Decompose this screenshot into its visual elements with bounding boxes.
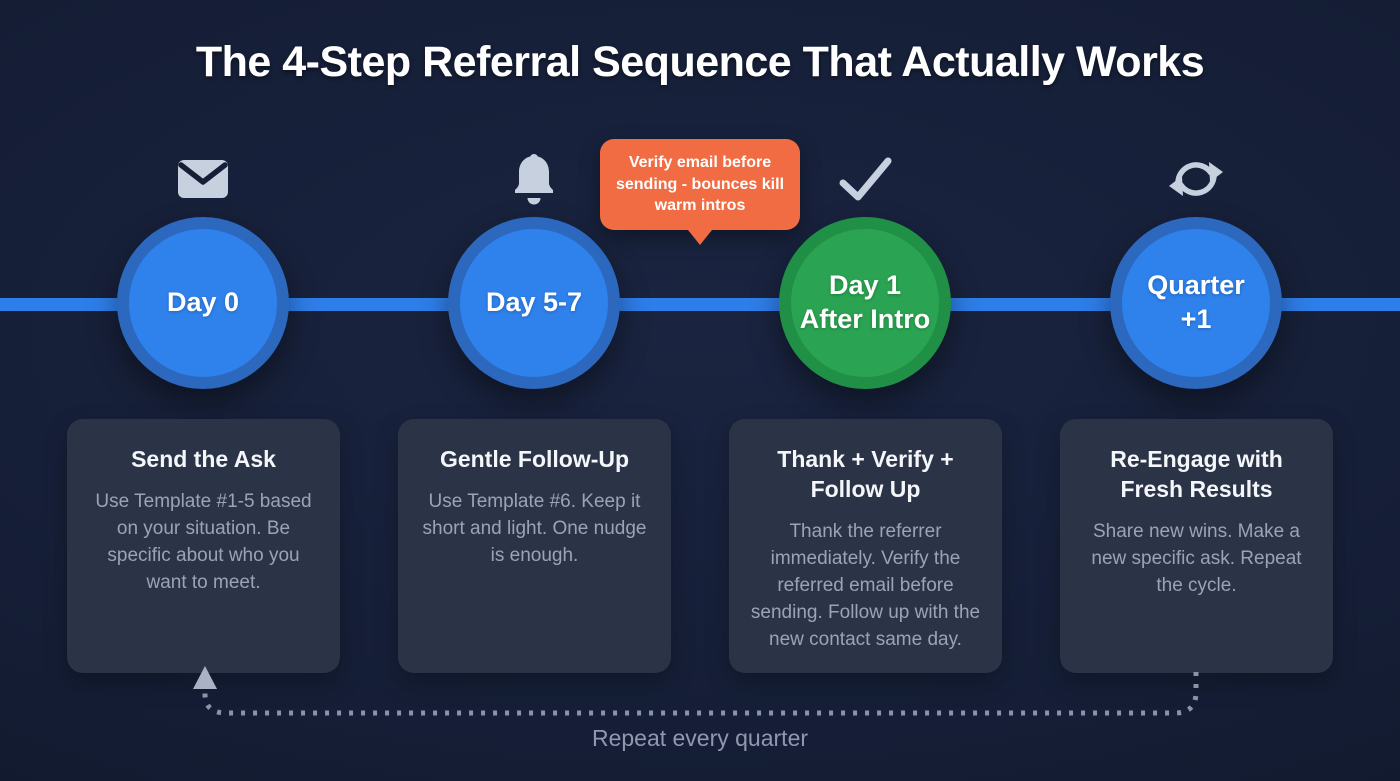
repeat-loop-arrow [180,663,1220,725]
card-body: Thank the referrer immediately. Verify t… [750,520,981,650]
timeline-node-quarter-plus-1: Quarter +1 [1110,217,1282,389]
card-title: Re-Engage with Fresh Results [1110,446,1283,502]
step-card-thank-verify-follow-up: Thank + Verify + Follow Up Thank the ref… [729,419,1002,673]
card-title: Thank + Verify + Follow Up [777,446,954,502]
card-body: Share new wins. Make a new specific ask.… [1091,520,1302,596]
refresh-icon [1164,150,1228,208]
callout-bubble: Verify email before sending - bounces ki… [600,139,800,245]
repeat-loop-label: Repeat every quarter [591,725,809,751]
timeline-node-day-1-after-intro: Day 1 After Intro [779,217,951,389]
step-card-send-the-ask: Send the Ask Use Template #1-5 based on … [67,419,340,673]
timeline-node-day-5-7: Day 5-7 [448,217,620,389]
timeline-node-label: Day 1 After Intro [799,270,931,334]
timeline-node-label: Quarter +1 [1147,270,1245,334]
callout-tail [688,229,712,245]
page-title: The 4-Step Referral Sequence That Actual… [195,38,1205,86]
card-body: Use Template #6. Keep it short and light… [422,490,647,566]
callout-text: Verify email before sending - bounces ki… [615,154,785,215]
timeline-node-label: Day 5-7 [485,287,583,318]
mail-icon [171,150,235,208]
timeline-node-label: Day 0 [166,287,240,318]
card-body: Use Template #1-5 based on your situatio… [95,490,312,593]
step-card-gentle-follow-up: Gentle Follow-Up Use Template #6. Keep i… [398,419,671,673]
step-card-re-engage: Re-Engage with Fresh Results Share new w… [1060,419,1333,673]
check-icon [833,150,897,208]
bell-icon [502,150,566,208]
card-title: Send the Ask [131,446,276,472]
card-title: Gentle Follow-Up [439,446,630,472]
timeline-node-day-0: Day 0 [117,217,289,389]
timeline-line [0,298,1400,311]
